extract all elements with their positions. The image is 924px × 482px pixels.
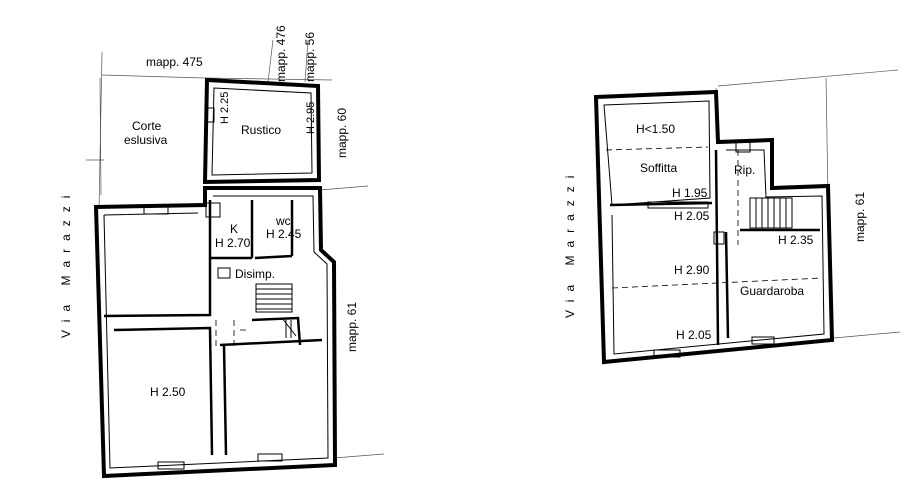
first-floor-inner-walls [611,149,825,355]
height-line [605,146,709,151]
corte-label-line2: eslusiva [124,133,168,147]
partition-wall [251,316,302,346]
rustico-inner-walls [211,87,313,176]
height-line [611,277,823,289]
window [157,461,185,470]
boundary-line [825,77,829,199]
boundary-line [304,39,309,83]
parcel-label-60: mapp. 60 [335,108,349,158]
boundary-line [717,69,899,87]
parcel-label-61: mapp. 61 [345,302,359,352]
window [257,453,283,462]
window [735,141,751,153]
wc-height: H 2.45 [266,227,302,241]
ripostiglio-label: Rip. [734,163,755,177]
window [205,202,221,218]
boundary-line [99,77,102,196]
rustico-height-right: H 2.95 [305,102,317,134]
ground-floor-plan: mapp. 475 mapp. 476 mapp. 56 mapp. 60 ma… [59,25,385,479]
soffitta-label: Soffitta [640,161,677,175]
parcel-label-61-first-floor: mapp. 61 [853,192,867,242]
height-195: H 1.95 [672,186,708,200]
soffitta-inner-walls [603,100,711,206]
fixture [713,231,725,245]
street-label-first-floor: Via Marazzi [563,168,577,318]
partition-wall [254,254,293,260]
first-floor-walls [593,89,835,365]
boundary-line [267,39,274,83]
boundary-line [101,74,206,79]
first-floor-plan: Via Marazzi mapp. 61 H<1.50 Soffitta Rip… [563,69,901,365]
partition-wall [113,326,214,456]
window [647,201,709,209]
rustico-height-left: H 2.25 [219,92,231,124]
window [751,336,775,345]
low-height-label: H<1.50 [636,122,675,136]
street-label: Via Marazzi [59,188,73,338]
disimpegno-label: Disimp. [235,267,275,281]
partition-wall [219,338,323,347]
ground-floor-stairs [255,283,297,338]
guardaroba-label: Guardaroba [740,284,804,298]
height-205-bottom: H 2.05 [676,328,712,342]
window [143,206,169,215]
main-building-walls [93,186,338,479]
height-235: H 2.35 [778,233,814,247]
big-room-height: H 2.50 [150,385,186,399]
parcel-label-476: mapp. 476 [274,25,288,82]
height-205-top: H 2.05 [674,209,710,223]
height-290: H 2.90 [674,263,710,277]
boundary-line [319,185,369,191]
partition-wall [103,200,212,318]
partition-wall [222,344,228,456]
rustico-window [205,107,215,123]
window [653,349,681,358]
parcel-label-475: mapp. 475 [146,55,203,69]
parcel-label-56: mapp. 56 [303,32,317,82]
kitchen-label: K [230,222,238,236]
boundary-line [333,453,385,459]
partition-wall [724,231,730,339]
fixture [217,267,231,279]
partition-wall [714,149,720,346]
rustico-label: Rustico [241,123,281,137]
wc-label: wc [275,214,291,228]
first-floor-stairs [749,197,793,229]
boundary-line [833,331,901,339]
corte-label-line1: Corte [132,119,162,133]
rustico-walls [202,77,322,185]
partition-wall [609,201,713,207]
door-swing [215,320,250,350]
kitchen-height: H 2.70 [215,236,251,250]
